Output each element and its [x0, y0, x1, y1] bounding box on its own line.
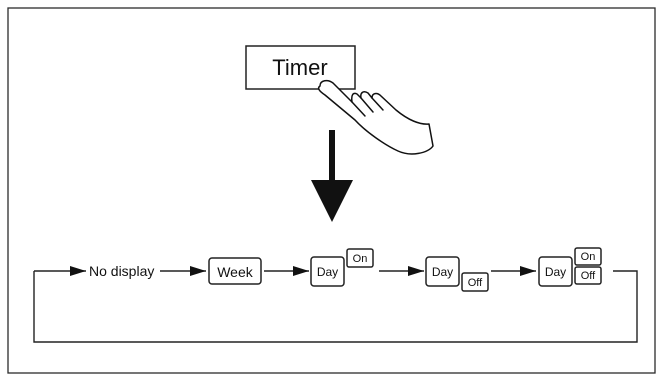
- day-on-off-day-label: Day: [545, 265, 566, 279]
- day-on-off-day-box: [538, 256, 573, 287]
- timer-button: Timer: [245, 45, 356, 90]
- pointing-hand-icon: [317, 79, 434, 155]
- day-on-day-label: Day: [317, 265, 338, 279]
- day-off-day-label: Day: [432, 265, 453, 279]
- down-arrow-shaft: [329, 130, 335, 182]
- sequence-item-day-on: Day On: [310, 248, 374, 287]
- sequence-item-week: Week: [208, 257, 262, 285]
- connector-2-head: [293, 266, 309, 276]
- day-on-off-badge-bottom-box: [574, 266, 602, 285]
- timer-button-frame: [245, 45, 356, 90]
- connector-start-head: [70, 266, 86, 276]
- sequence-item-day-on-off: Day On Off: [538, 247, 602, 287]
- connector-1-head: [190, 266, 206, 276]
- down-arrow-head: [311, 180, 353, 222]
- week-box: [208, 257, 262, 285]
- timer-button-label: Timer: [272, 55, 327, 80]
- connector-3-head: [408, 266, 424, 276]
- sequence-item-day-off: Day Off: [425, 256, 489, 292]
- day-off-badge-label: Off: [468, 277, 483, 289]
- down-arrow-icon: [311, 130, 353, 222]
- day-off-day-box: [425, 256, 460, 287]
- day-off-badge-box: [461, 272, 489, 292]
- week-label: Week: [217, 264, 254, 280]
- loop-arrow-icon: [33, 270, 638, 343]
- sequence-item-no-display: No display: [89, 263, 154, 279]
- connector-4-head: [520, 266, 536, 276]
- day-on-badge-box: [346, 248, 374, 268]
- diagram-frame: [7, 7, 656, 374]
- day-on-day-box: [310, 256, 345, 287]
- day-on-off-badge-top-box: [574, 247, 602, 266]
- day-on-off-badge-bottom-label: Off: [581, 270, 596, 282]
- day-on-badge-label: On: [353, 253, 368, 265]
- day-on-off-badge-top-label: On: [581, 251, 596, 263]
